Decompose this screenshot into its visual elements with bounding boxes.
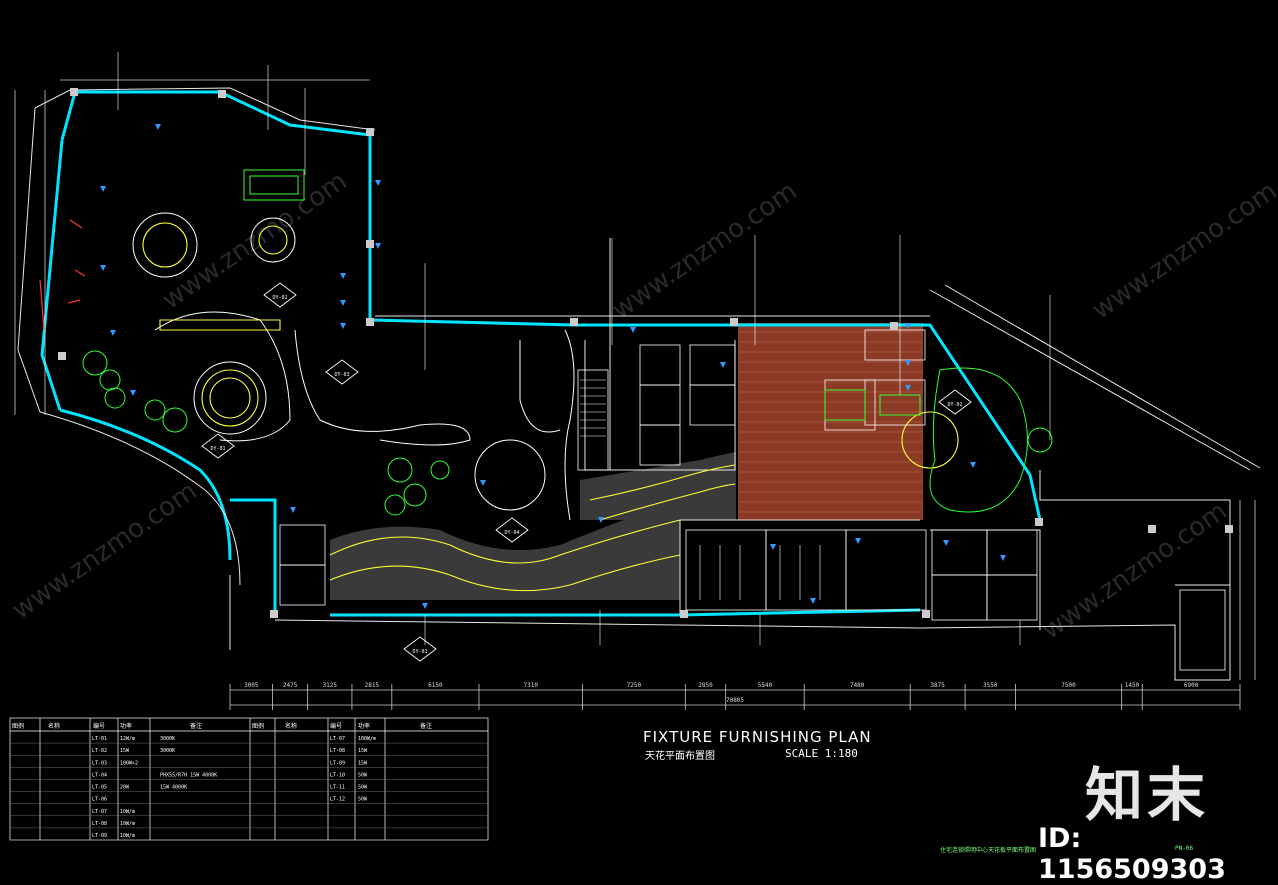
legend-header: 图例	[252, 722, 264, 730]
legend-cell: LT-10	[330, 772, 345, 778]
legend-table	[9, 717, 489, 841]
legend-cell: 50W	[358, 772, 368, 778]
footer-note: 住宅连锁照明中心天花板平面布置图	[940, 847, 1037, 854]
section-tag-label: DY-01	[210, 446, 225, 452]
legend-cell: 15W 4000K	[160, 785, 187, 791]
legend-cell: 15W	[358, 760, 368, 766]
legend-cell: LT-04	[92, 772, 107, 778]
dimension-label: 3875	[930, 682, 945, 689]
watermark-text: www.znzmo.com	[607, 176, 803, 326]
legend-cell: LT-01	[92, 736, 107, 742]
legend-cell: 20W	[120, 785, 130, 791]
watermark-text: www.znzmo.com	[1037, 496, 1233, 646]
stairs	[580, 379, 821, 600]
wood-deck	[738, 323, 923, 520]
legend-cell: 3000K	[160, 736, 175, 742]
dimension-label: 6150	[428, 682, 443, 689]
dimension-label: 5540	[758, 682, 773, 689]
dimension-label: 1450	[1125, 682, 1140, 689]
dimension-ticks: 3005 2475 3125 2815 6150 7310 7250 2850 5540 7480…	[229, 682, 1241, 710]
legend-cell: LT-07	[92, 809, 107, 815]
section-tag-label: DY-03	[334, 372, 349, 378]
columns	[58, 88, 1233, 618]
dimension-label: 6900	[1184, 682, 1199, 689]
leader-lines	[117, 52, 1051, 645]
legend-header: 功率	[358, 722, 370, 730]
dimension-label: 3550	[983, 682, 998, 689]
dimension-label: 3005	[244, 682, 259, 689]
legend-header: 名称	[285, 722, 297, 730]
dimension-label: 2850	[698, 682, 713, 689]
dimension-label: 3125	[323, 682, 338, 689]
legend-cell: LT-09	[330, 760, 345, 766]
legend-cell: 10W/m	[120, 833, 135, 839]
legend-cell: 12W/m	[120, 736, 135, 742]
legend-cell: LT-06	[92, 797, 107, 803]
legend-cell: LT-09	[92, 833, 107, 839]
dimension-label: 2475	[283, 682, 298, 689]
legend-header: 图例	[12, 722, 24, 730]
outlines	[17, 87, 1261, 681]
drawing-title: FIXTURE FURNISHING PLAN	[643, 728, 872, 746]
legend-cell: LT-03	[92, 760, 107, 766]
legend-cell: LT-05	[92, 785, 107, 791]
legend-cell: 100W/m	[358, 736, 376, 742]
legend-cell: LT-07	[330, 736, 345, 742]
downlights	[100, 124, 1006, 609]
legend-header: 备注	[190, 722, 202, 730]
section-tag-label: DY-02	[272, 295, 287, 301]
legend-cell: LT-12	[330, 797, 345, 803]
legend-cell: LT-08	[330, 748, 345, 754]
dimension-line-bottom	[230, 689, 1240, 706]
legend-cell: LT-02	[92, 748, 107, 754]
watermark-text: www.znzmo.com	[1087, 176, 1278, 326]
image-id: ID: 1156509303	[1038, 823, 1226, 885]
dimension-total: 70805	[726, 697, 744, 704]
legend-cell: 10W/m	[120, 809, 135, 815]
rooms	[279, 329, 1226, 671]
legend-cell: 50W	[358, 785, 368, 791]
legend-cell: 100W×2	[120, 760, 138, 766]
legend-cell: 15W	[358, 748, 368, 754]
section-tags	[201, 282, 972, 662]
led-strips	[142, 222, 959, 592]
brand-logo: 知末	[1085, 761, 1210, 829]
legend-cell: 3000K	[160, 748, 175, 754]
dimension-label: 7310	[524, 682, 539, 689]
red-accents	[39, 219, 86, 331]
dimension-line-left	[14, 79, 1256, 680]
section-tag-label: DY-04	[504, 530, 519, 536]
section-tag-label: DY-01	[412, 649, 427, 655]
ceiling-curves	[132, 212, 575, 521]
drawing-scale: SCALE 1:180	[785, 747, 858, 760]
dimension-label: 2815	[365, 682, 380, 689]
legend-cell: LT-11	[330, 785, 345, 791]
shaded-zones	[330, 452, 736, 600]
legend-cell: PHX55/R7H 15W 4000K	[160, 772, 217, 778]
legend-cell: LT-08	[92, 821, 107, 827]
legend-cell: 10W/m	[120, 821, 135, 827]
legend-rows: 图例 名称 编号 功率 备注 图例 名称 编号 功率 备注 LT-01 12W/m 3000K LT-07…	[10, 722, 488, 841]
legend-header: 备注	[420, 722, 432, 730]
dimension-label: 7500	[1061, 682, 1076, 689]
dimension-label: 7480	[850, 682, 865, 689]
legend-header: 功率	[120, 722, 132, 730]
legend-cell: 50W	[358, 797, 368, 803]
dimension-label: 7250	[627, 682, 642, 689]
legend-header: 编号	[93, 722, 105, 730]
legend-header: 编号	[330, 722, 342, 730]
sheet-number: PN-06	[1175, 845, 1194, 852]
legend-cell: 15W	[120, 748, 130, 754]
watermark-text: www.znzmo.com	[7, 476, 203, 626]
section-tag-label: DY-02	[947, 402, 962, 408]
drawing-subtitle: 天花平面布置图	[645, 751, 715, 762]
legend-header: 名称	[48, 722, 60, 730]
